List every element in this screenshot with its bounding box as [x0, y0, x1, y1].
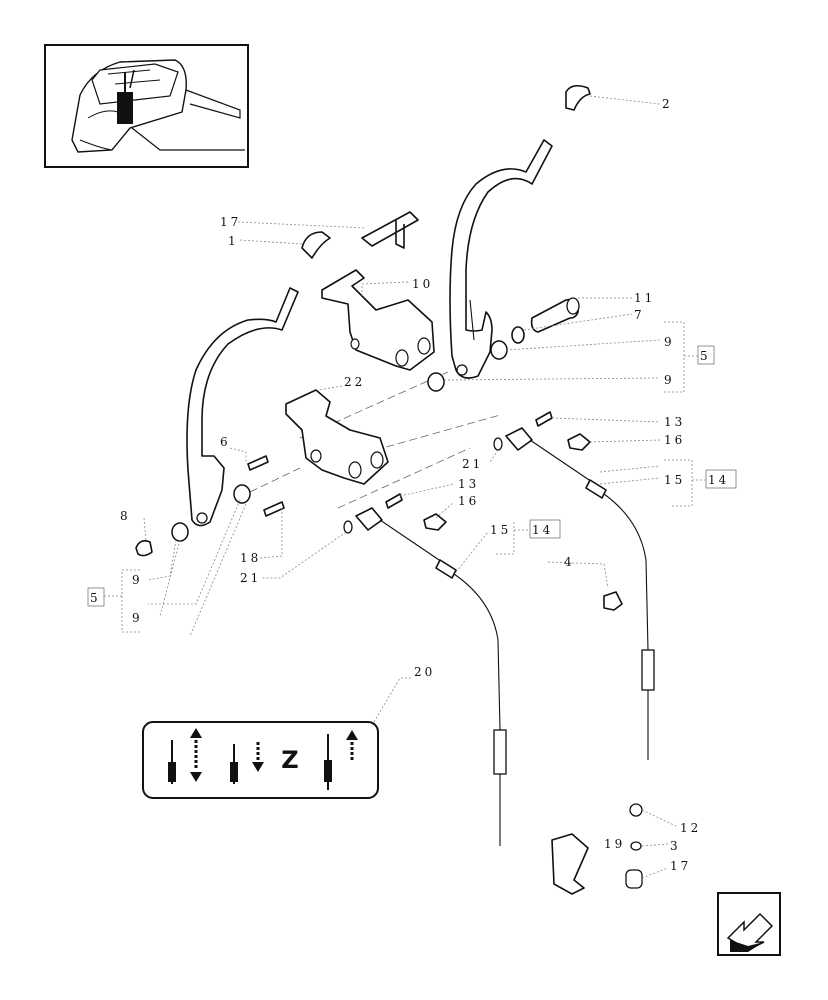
- location-thumbnail: [44, 44, 249, 168]
- previous-page-arrow-icon: [726, 912, 774, 952]
- part-1-grip: [301, 231, 331, 259]
- callout-15: 15: [490, 523, 511, 537]
- part-8-clip: [135, 540, 153, 557]
- part-21-washer: [493, 437, 503, 451]
- part-2-grip: [565, 84, 591, 111]
- part-17-clip: [361, 211, 419, 249]
- callout-9: 9: [132, 611, 143, 625]
- callout-6: 6: [220, 435, 231, 449]
- callout-21: 21: [240, 571, 261, 585]
- part-4-knob: [603, 591, 623, 611]
- callout-2: 2: [662, 97, 673, 111]
- part-13-screw: [535, 411, 553, 427]
- part-3-washer: [630, 841, 642, 851]
- part-left-lever: [186, 287, 299, 527]
- part-12-bushing: [629, 803, 643, 817]
- previous-page-button[interactable]: [717, 892, 781, 956]
- leader-lines: [143, 95, 677, 879]
- callout-9: 9: [132, 573, 143, 587]
- part-15-cable-left: [355, 507, 507, 846]
- callout-box-5-left: [87, 587, 105, 607]
- callout-16: 16: [458, 494, 479, 508]
- part-11-pin: [530, 297, 580, 333]
- part-16-clip: [423, 513, 447, 531]
- bracket-group-left: [104, 522, 530, 633]
- callout-3: 3: [670, 839, 681, 853]
- callout-4: 4: [564, 555, 575, 569]
- part-17-sleeve: [625, 869, 643, 889]
- callout-box-5-right: [697, 345, 715, 365]
- bracket-group-right: [664, 321, 706, 507]
- lever-down-icon: [230, 742, 264, 784]
- callout-7: 7: [634, 308, 645, 322]
- callout-12: 12: [680, 821, 701, 835]
- callout-17: 17: [220, 215, 241, 229]
- tractor-cab-location-icon: [71, 59, 245, 153]
- callout-21: 21: [462, 457, 483, 471]
- part-19-bracket: [551, 833, 589, 895]
- callout-22: 22: [344, 375, 365, 389]
- callout-17: 17: [670, 859, 691, 873]
- callout-15: 15: [664, 473, 685, 487]
- callout-8: 8: [120, 509, 131, 523]
- part-21-washer: [343, 520, 353, 534]
- callout-1: 1: [228, 234, 239, 248]
- part-7-washer: [511, 326, 525, 344]
- callout-16: 16: [664, 433, 685, 447]
- callout-11: 11: [634, 291, 655, 305]
- part-22-bracket: [285, 389, 389, 485]
- callout-5: 5: [700, 349, 711, 363]
- decal-letter: Z: [281, 746, 298, 774]
- part-6-screw: [247, 455, 269, 471]
- callout-9: 9: [664, 373, 675, 387]
- callout-14: 14: [532, 523, 553, 537]
- callout-14: 14: [708, 473, 729, 487]
- part-13-screw: [385, 493, 403, 509]
- callout-5: 5: [90, 591, 101, 605]
- callout-19: 19: [604, 837, 625, 851]
- callout-box-14-right: [705, 469, 737, 489]
- part-right-lever: [449, 139, 553, 379]
- part-15-cable-right: [505, 427, 655, 760]
- part-20-decal: Z: [142, 721, 379, 799]
- callout-box-14-left: [529, 519, 561, 539]
- part-10-bracket: [321, 269, 435, 371]
- callout-20: 20: [414, 665, 435, 679]
- callout-labels: 2 17 1 10 11 7 9 5 9 22 13 16 6 21 15 14…: [90, 97, 729, 873]
- lever-up-down-icon: [168, 728, 202, 784]
- callout-13: 13: [458, 477, 479, 491]
- callout-13: 13: [664, 415, 685, 429]
- callout-9: 9: [664, 335, 675, 349]
- callout-18: 18: [240, 551, 261, 565]
- lever-up-icon: [324, 730, 358, 790]
- callout-10: 10: [412, 277, 433, 291]
- part-16-clip: [567, 433, 591, 451]
- part-18-screw: [263, 501, 285, 517]
